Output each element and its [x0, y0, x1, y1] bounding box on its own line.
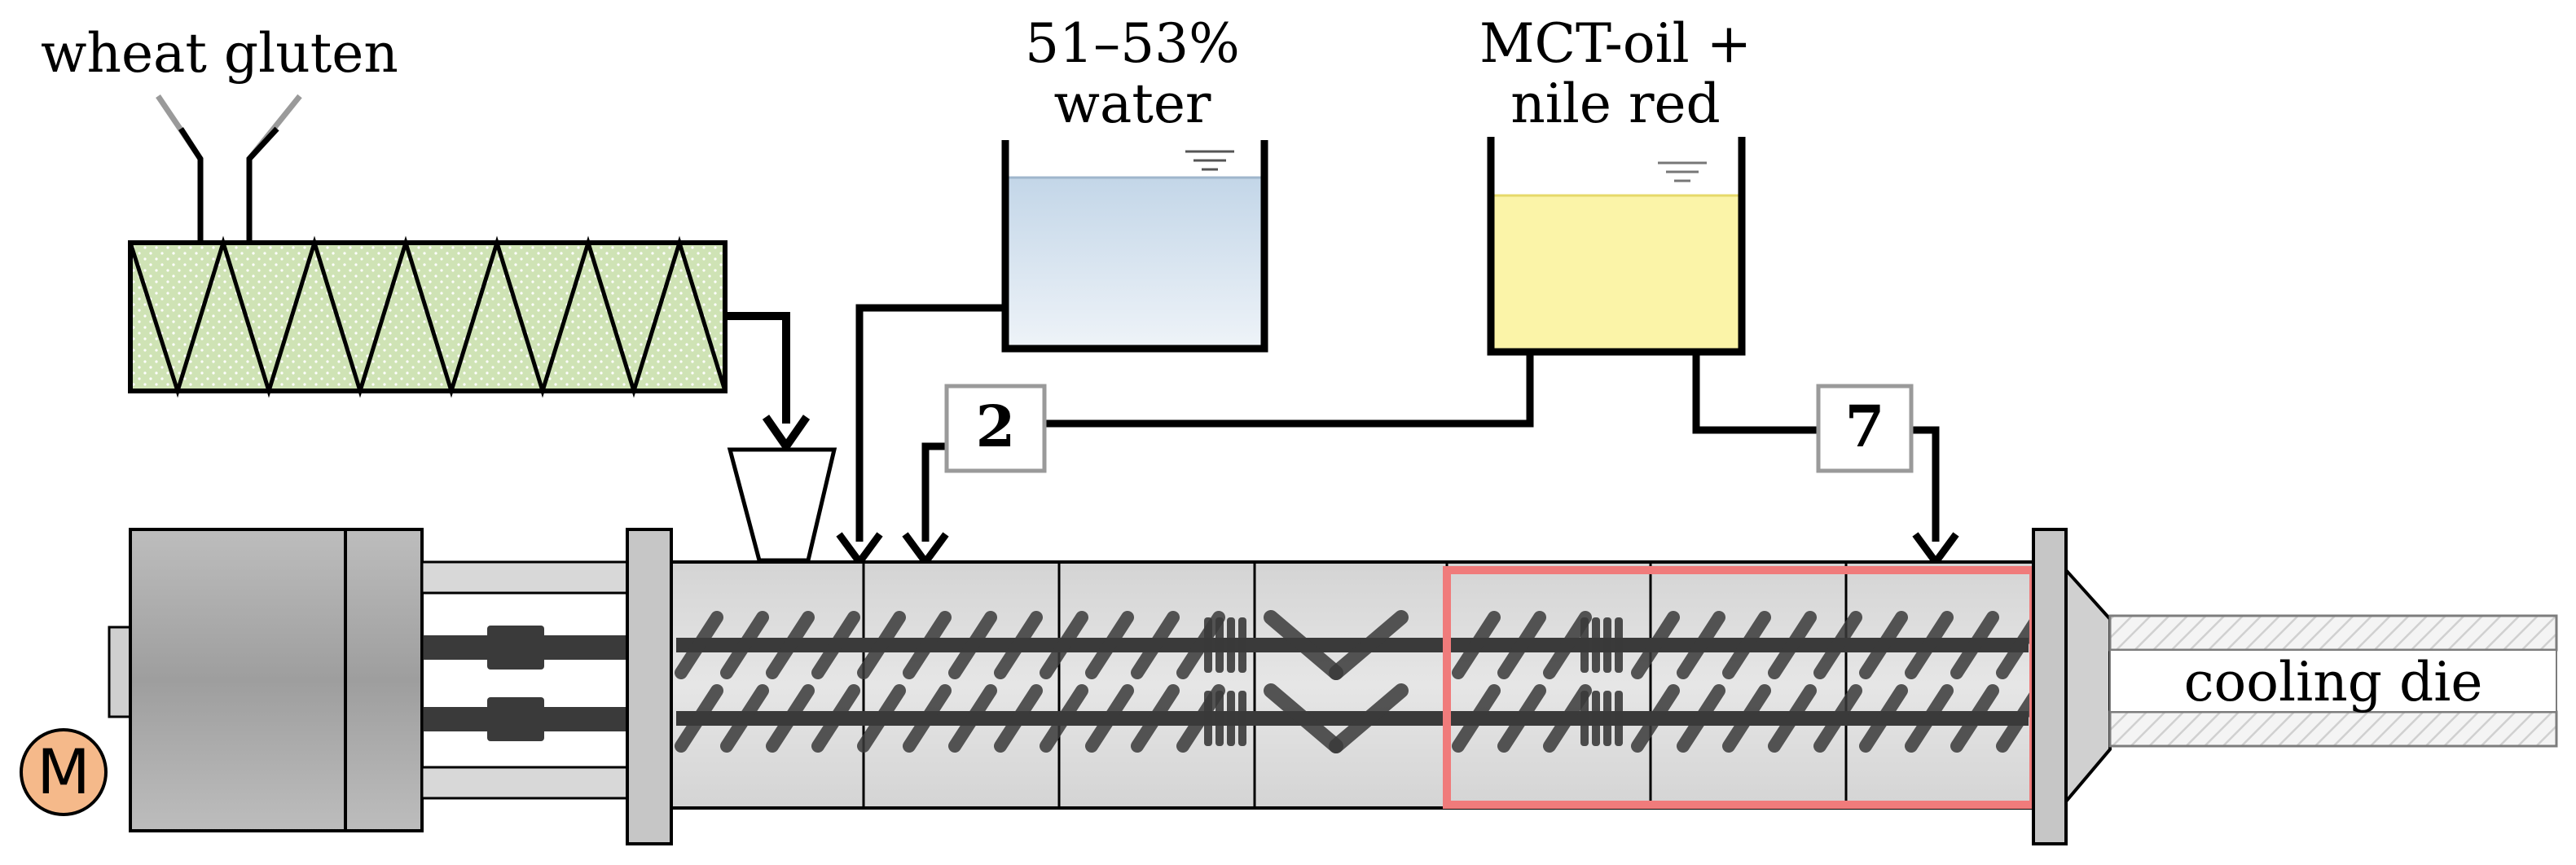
- liquid-level-icon: [1658, 161, 1707, 182]
- kneading-block: [1215, 691, 1224, 746]
- screw-flight: [903, 611, 952, 679]
- screw-flight: [766, 684, 815, 753]
- twin-screws: [675, 610, 2045, 753]
- screw-flight: [720, 684, 769, 753]
- cooling-die: [2108, 614, 2558, 748]
- screw-flight: [1452, 611, 1501, 679]
- screw-flight: [1131, 611, 1180, 679]
- screw-flight: [1497, 611, 1546, 679]
- screw-flight: [1131, 684, 1180, 753]
- oil-label-line2: nile red: [1510, 72, 1721, 135]
- reverse-element: [1329, 683, 1409, 753]
- screw-flight: [994, 684, 1043, 753]
- feeder-inlet-right: [246, 94, 302, 243]
- reverse-element: [1264, 610, 1343, 680]
- water-concentration-label: 51–53%: [1025, 12, 1240, 75]
- screw-flight: [1768, 684, 1817, 753]
- screw-flight: [994, 611, 1043, 679]
- gluten-feeder: [128, 94, 811, 454]
- screw-flight: [1813, 611, 1862, 679]
- oil-tank: [902, 137, 1959, 569]
- kneading-block: [1227, 691, 1235, 746]
- water-label: water: [1054, 72, 1211, 135]
- feeder-inlet-left: [156, 94, 204, 243]
- hopper-icon: [727, 447, 837, 563]
- screw-flight: [1859, 684, 1908, 753]
- feeder-screw: [128, 235, 728, 398]
- kneading-block: [1603, 617, 1611, 673]
- port-box-2: [944, 384, 1047, 473]
- screw-flight: [1085, 684, 1134, 753]
- screw-flight: [720, 611, 769, 679]
- kneading-block: [1615, 691, 1623, 746]
- oil-label-line1: MCT-oil +: [1479, 12, 1752, 75]
- screw-flight: [675, 684, 723, 753]
- port-2-label: 2: [976, 393, 1016, 460]
- kneading-block: [1592, 617, 1600, 673]
- kneading-block: [1204, 691, 1212, 746]
- reverse-element: [1329, 610, 1409, 680]
- screw-flight: [1040, 684, 1088, 753]
- motor-label: M: [37, 735, 90, 808]
- screw-flight: [1677, 684, 1725, 753]
- port-box-7: [1816, 384, 1914, 473]
- screw-flight: [1905, 611, 1954, 679]
- kneading-block: [1227, 617, 1235, 673]
- screw-flight: [1452, 684, 1501, 753]
- kneading-block: [1204, 617, 1212, 673]
- screw-flight: [1722, 611, 1771, 679]
- water-feed-line: [855, 304, 1005, 542]
- screw-flight: [903, 684, 952, 753]
- kneading-block: [1215, 617, 1224, 673]
- feeder-to-hopper-line: [725, 312, 790, 424]
- kneading-block: [1603, 691, 1611, 746]
- screw-flight: [675, 611, 723, 679]
- kneading-block: [1615, 617, 1623, 673]
- wheat-gluten-label: wheat gluten: [41, 22, 398, 85]
- reverse-element: [1264, 683, 1343, 753]
- kneading-block: [1580, 691, 1589, 746]
- port-7-label: 7: [1845, 393, 1885, 460]
- water-tank: [836, 140, 1268, 569]
- kneading-block: [1238, 617, 1246, 673]
- screw-flight: [1859, 611, 1908, 679]
- screw-flight: [1813, 684, 1862, 753]
- screw-flight: [1631, 611, 1680, 679]
- screw-flight: [1040, 611, 1088, 679]
- screw-flight: [857, 684, 906, 753]
- screw-flight: [1543, 684, 1592, 753]
- screw-flight: [811, 611, 860, 679]
- screw-flight: [948, 611, 997, 679]
- screw-flight: [1085, 611, 1134, 679]
- cooling-die-label: cooling die: [2184, 651, 2483, 714]
- screw-flight: [1677, 611, 1725, 679]
- screw-flight: [1543, 611, 1592, 679]
- kneading-block: [1592, 691, 1600, 746]
- screw-flight: [1768, 611, 1817, 679]
- screw-flight: [1497, 684, 1546, 753]
- screw-flight: [1950, 684, 1999, 753]
- screw-flight: [1722, 684, 1771, 753]
- motor-icon: M: [20, 728, 108, 816]
- oil-feed-line-port-7: [1692, 352, 1818, 434]
- screw-flight: [1176, 611, 1225, 679]
- screw-flight: [1905, 684, 1954, 753]
- screw-flight: [1631, 684, 1680, 753]
- kneading-block: [1238, 691, 1246, 746]
- screw-flight: [1176, 684, 1225, 753]
- screw-flight: [948, 684, 997, 753]
- liquid-level-icon: [1185, 150, 1234, 171]
- screw-flight: [766, 611, 815, 679]
- oil-feed-line-port-2: [1044, 352, 1534, 428]
- kneading-block: [1580, 617, 1589, 673]
- screw-flight: [811, 684, 860, 753]
- screw-flight: [1950, 611, 1999, 679]
- drive-unit: [108, 528, 673, 845]
- extruder-barrel: [670, 528, 2112, 845]
- screw-flight: [857, 611, 906, 679]
